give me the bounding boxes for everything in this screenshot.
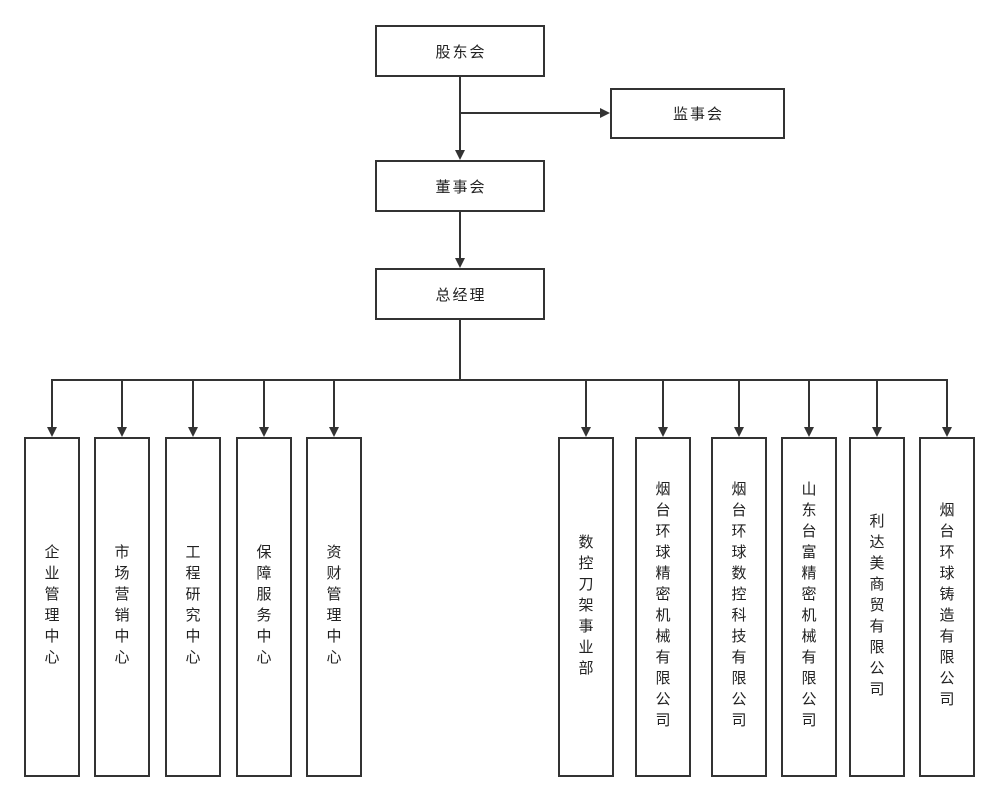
node-shareholders-meeting: 股东会 <box>375 25 545 77</box>
drop-arrowhead <box>581 427 591 437</box>
node-shandong-taifu-precision-machinery: 山东台富精密机械有限公司 <box>781 437 837 777</box>
drop-line <box>808 380 810 427</box>
drop-arrowhead <box>188 427 198 437</box>
connector-bus-line <box>51 379 948 381</box>
node-yantai-global-casting: 烟台环球铸造有限公司 <box>919 437 975 777</box>
node-cnc-turret-division: 数控刀架事业部 <box>558 437 614 777</box>
node-board-of-directors: 董事会 <box>375 160 545 212</box>
arrowhead-to-directors <box>455 150 465 160</box>
node-yantai-global-precision-machinery: 烟台环球精密机械有限公司 <box>635 437 691 777</box>
drop-arrowhead <box>47 427 57 437</box>
node-asset-management-center: 资财管理中心 <box>306 437 362 777</box>
node-marketing-center: 市场营销中心 <box>94 437 150 777</box>
drop-arrowhead <box>872 427 882 437</box>
arrowhead-to-general-manager <box>455 258 465 268</box>
connector-branch-to-supervisory <box>459 112 600 114</box>
node-support-service-center: 保障服务中心 <box>236 437 292 777</box>
drop-arrowhead <box>658 427 668 437</box>
drop-line <box>662 380 664 427</box>
drop-arrowhead <box>259 427 269 437</box>
drop-line <box>263 380 265 427</box>
drop-line <box>585 380 587 427</box>
drop-line <box>333 380 335 427</box>
drop-line <box>946 380 948 427</box>
drop-line <box>738 380 740 427</box>
node-general-manager: 总经理 <box>375 268 545 320</box>
drop-arrowhead <box>804 427 814 437</box>
drop-line <box>51 380 53 427</box>
node-enterprise-management-center: 企业管理中心 <box>24 437 80 777</box>
connector-directors-down <box>459 212 461 258</box>
arrowhead-to-supervisory <box>600 108 610 118</box>
drop-line <box>121 380 123 427</box>
drop-line <box>192 380 194 427</box>
drop-arrowhead <box>734 427 744 437</box>
node-engineering-research-center: 工程研究中心 <box>165 437 221 777</box>
node-lidamei-trading: 利达美商贸有限公司 <box>849 437 905 777</box>
drop-arrowhead <box>942 427 952 437</box>
drop-line <box>876 380 878 427</box>
drop-arrowhead <box>329 427 339 437</box>
drop-arrowhead <box>117 427 127 437</box>
node-yantai-global-cnc-technology: 烟台环球数控科技有限公司 <box>711 437 767 777</box>
node-supervisory-board: 监事会 <box>610 88 785 139</box>
connector-gm-down <box>459 320 461 381</box>
